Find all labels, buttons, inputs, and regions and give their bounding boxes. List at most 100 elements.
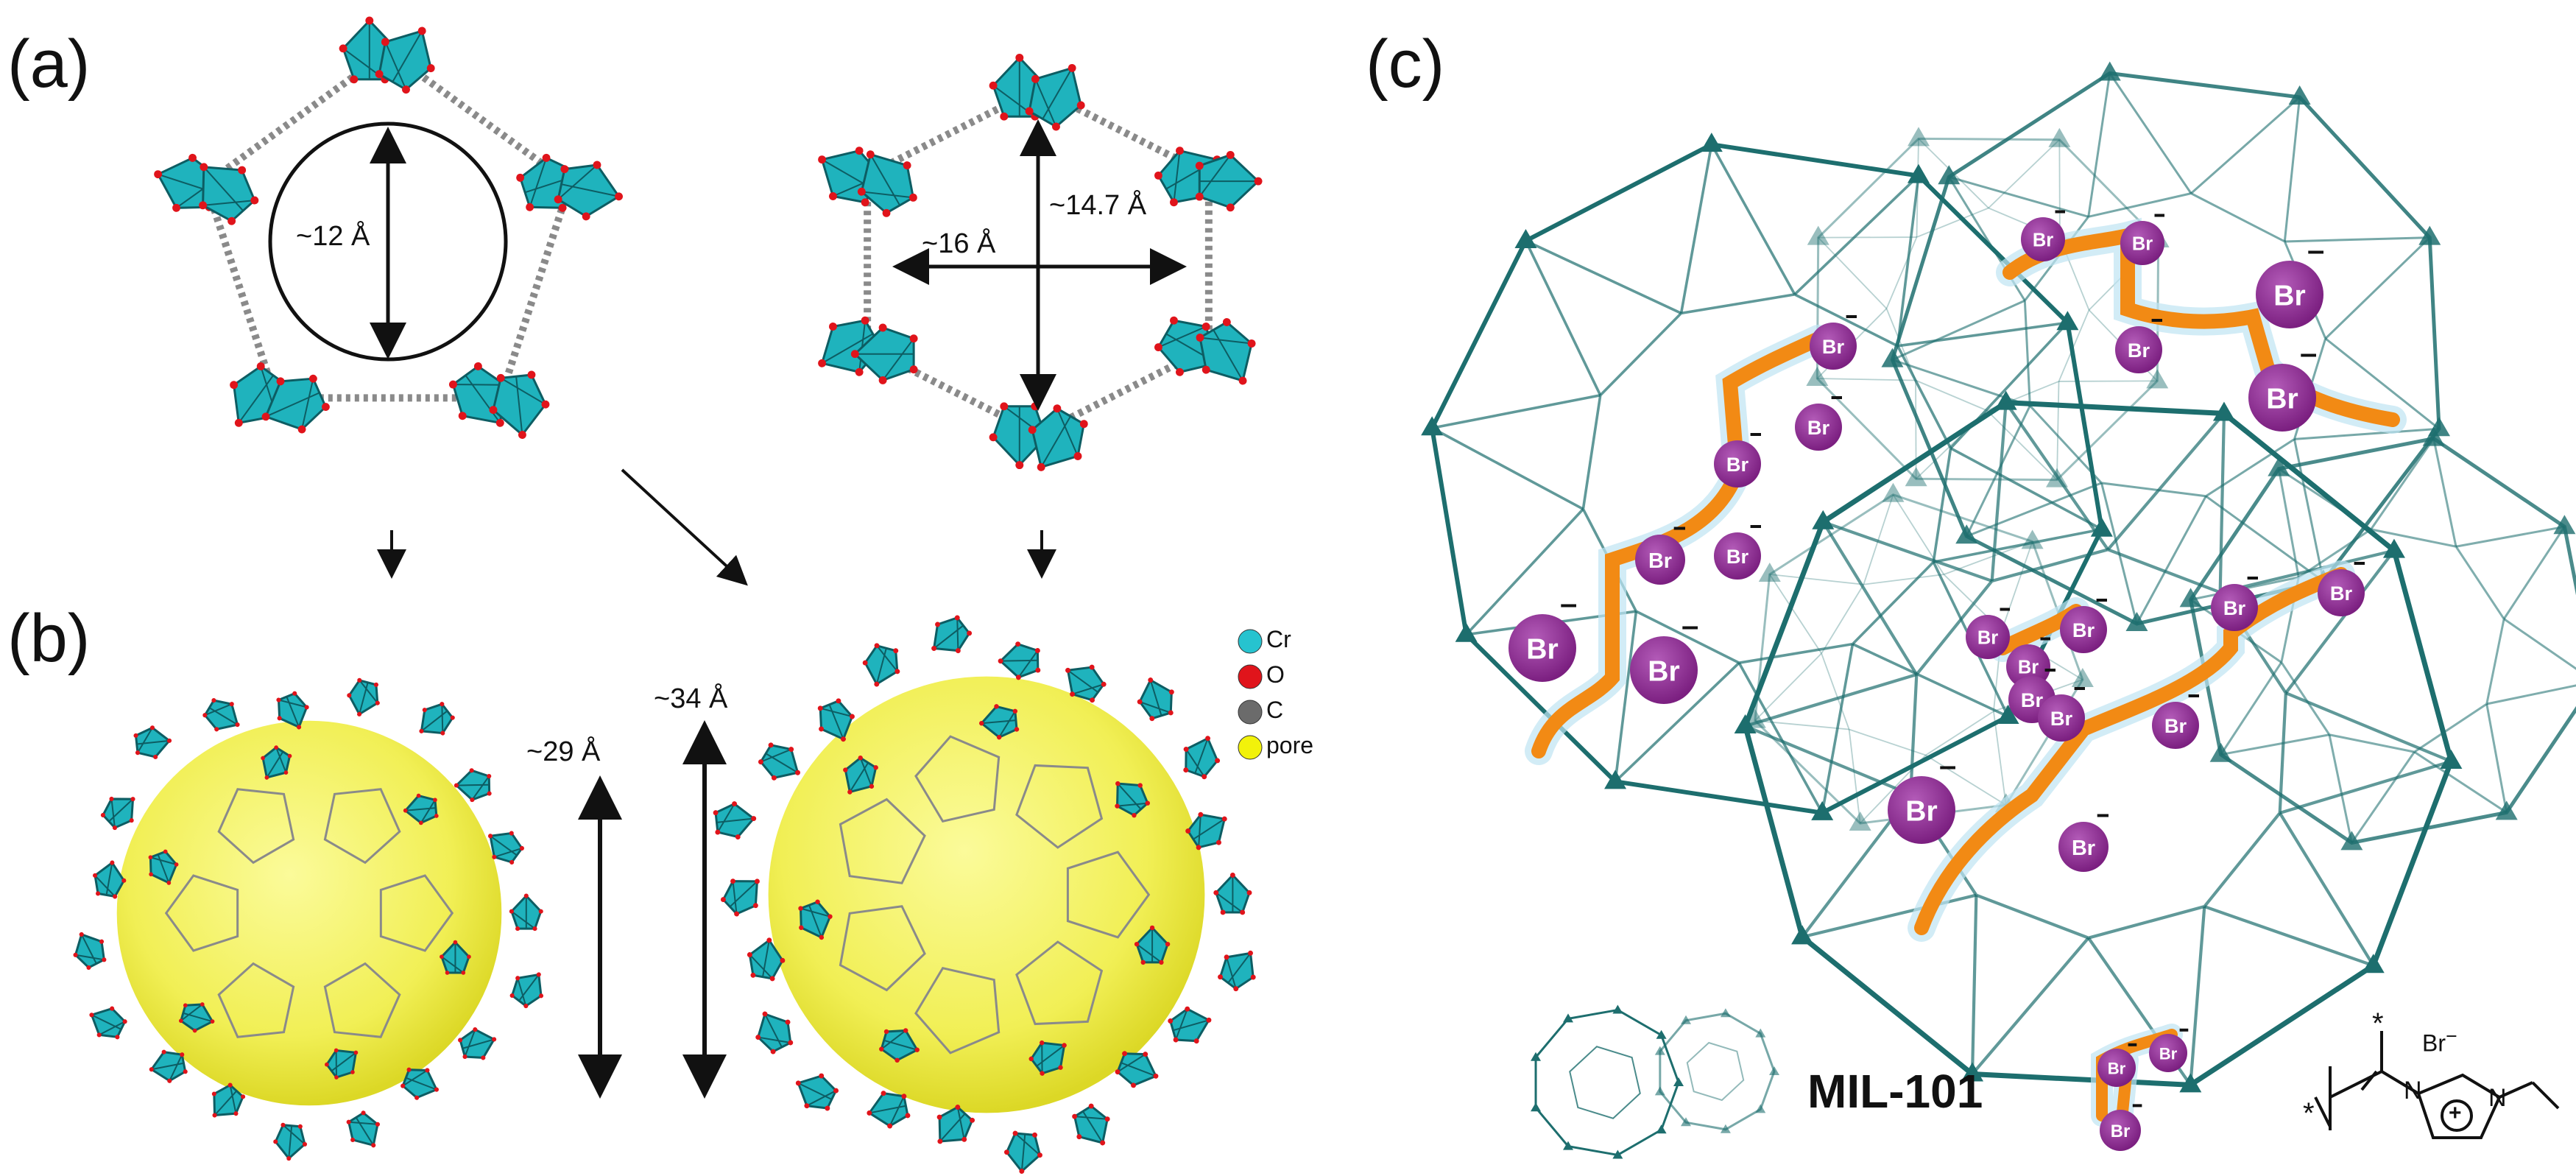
octahedron <box>347 677 380 716</box>
mini-cage-node <box>1769 1066 1779 1075</box>
octahedron-edge <box>822 333 874 365</box>
chem-nitrogen-2: N <box>2488 1084 2507 1112</box>
mini-cage-node <box>1531 1052 1542 1061</box>
tetrahedron-node <box>2362 954 2385 973</box>
tetrahedron-node <box>2146 369 2169 389</box>
oxygen-atom <box>467 954 471 960</box>
oxygen-atom <box>353 1050 359 1055</box>
legend-dot-c <box>1238 700 1263 725</box>
cage-edge <box>2190 96 2301 194</box>
cage-edge <box>1754 719 1849 730</box>
tetrahedron-node <box>1812 510 1835 529</box>
oxygen-atom <box>526 203 534 211</box>
pentagon-window-size: ~12 Å <box>296 221 370 252</box>
octahedron-edge <box>883 1039 918 1051</box>
cage-edge <box>1614 661 1740 783</box>
oxygen-atom <box>894 1057 900 1063</box>
octahedron <box>1115 781 1151 818</box>
octahedron <box>509 972 544 1009</box>
cage-edge <box>2106 412 2226 551</box>
cage-edge <box>2136 496 2207 624</box>
hexagonal-window-structure <box>818 53 1263 471</box>
octahedron-edge <box>1198 814 1201 848</box>
tetrahedron-node <box>1881 348 1904 367</box>
mini-cage-node <box>1612 1149 1623 1159</box>
mini-cage-edge <box>1534 1008 1680 1157</box>
oxygen-atom <box>202 713 208 718</box>
tetrahedron-node <box>2553 515 2576 535</box>
oxygen-atom <box>1090 697 1095 703</box>
oxygen-atom <box>214 727 219 732</box>
oxygen-atom <box>99 939 105 944</box>
octahedron-edge <box>91 1014 121 1030</box>
pore-sphere <box>768 676 1205 1113</box>
oxygen-atom <box>855 147 864 155</box>
octahedron-edge <box>1014 1133 1041 1156</box>
oxygen-atom <box>473 1027 478 1032</box>
cage-edge <box>1431 393 1601 430</box>
oxygen-atom <box>847 789 853 795</box>
oxygen-atom <box>1226 203 1235 212</box>
oxygen-atom <box>819 1073 825 1079</box>
oxygen-atom <box>339 44 347 53</box>
oxygen-atom <box>148 855 153 860</box>
oxygen-atom <box>212 1113 217 1118</box>
octahedron-edge <box>956 1107 965 1140</box>
oxygen-atom <box>1193 1038 1199 1044</box>
octahedron-edge <box>169 1054 183 1082</box>
oxygen-atom <box>1065 667 1070 673</box>
oxygen-atom <box>833 1088 839 1094</box>
octahedron <box>1025 63 1085 131</box>
octahedron-edge <box>208 707 239 725</box>
oxygen-atom <box>1173 1037 1179 1043</box>
octahedron-edge <box>420 710 448 732</box>
tetrahedron-node <box>2288 85 2311 105</box>
oxygen-atom <box>1154 343 1162 352</box>
oxygen-atom <box>321 403 330 412</box>
oxygen-atom <box>843 767 848 772</box>
oxygen-atom <box>936 1114 942 1120</box>
octahedron-edge <box>1041 1043 1043 1074</box>
oxygen-atom <box>264 775 269 780</box>
octahedron-edge <box>797 1082 833 1100</box>
oxygen-atom <box>1058 1065 1063 1070</box>
cage-edge <box>1971 937 2090 1075</box>
tetrahedron-node <box>1734 714 1757 734</box>
oxygen-atom <box>509 859 515 865</box>
octahedron <box>713 801 757 840</box>
cage-edge <box>1710 144 1796 295</box>
small-cage-size: ~29 Å <box>526 736 601 767</box>
oxygen-atom <box>955 648 961 654</box>
oxygen-atom <box>1201 323 1210 331</box>
cage-pentagon <box>1015 940 1104 1026</box>
octahedron <box>862 643 900 687</box>
oxygen-atom <box>615 192 624 201</box>
cage-pentagon <box>914 735 1001 823</box>
oxygen-atom <box>881 1091 886 1096</box>
oxygen-atom <box>297 425 306 434</box>
oxygen-atom <box>450 715 455 720</box>
octahedron-edge <box>518 973 540 1001</box>
tetrahedron-node <box>1997 704 2019 724</box>
octahedron-edge <box>1139 701 1171 714</box>
oxygen-atom <box>210 1019 215 1024</box>
oxygen-atom <box>1169 316 1178 325</box>
oxygen-atom <box>1076 101 1085 110</box>
octahedron-edge <box>882 338 914 381</box>
octahedron <box>509 893 543 932</box>
mini-cage-node <box>1654 1046 1665 1055</box>
panel-label-a: (a) <box>7 27 91 102</box>
octahedron-edge <box>136 739 170 745</box>
octahedron <box>1003 1130 1042 1174</box>
octahedron-edge <box>137 727 153 753</box>
cage-edge <box>1754 652 1822 722</box>
cage-edge <box>2056 381 2060 480</box>
cage-edge <box>2455 525 2565 548</box>
oxygen-atom <box>357 677 362 683</box>
mini-cage-node <box>1755 1028 1766 1038</box>
tetrahedron-node <box>2212 401 2235 421</box>
oxygen-atom <box>346 1119 351 1124</box>
oxygen-atom <box>350 1070 355 1074</box>
octahedron-edge <box>465 375 501 423</box>
